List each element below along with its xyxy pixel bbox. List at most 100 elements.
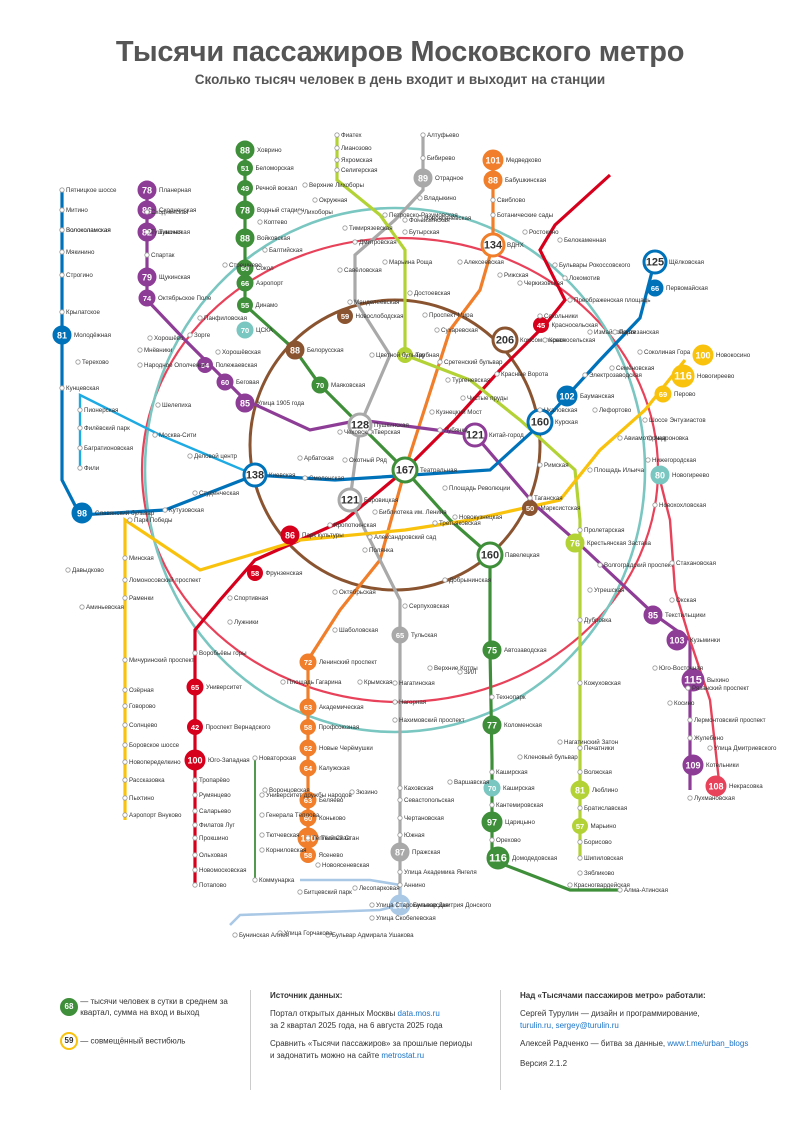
minor-station-40[interactable]: Алексеевская xyxy=(457,259,504,266)
minor-station-83[interactable]: Третьяковская xyxy=(432,520,481,527)
minor-station-95[interactable]: Нахимовский проспект xyxy=(392,717,465,724)
minor-station-106[interactable]: Бульвар Адмирала Ушакова xyxy=(325,932,414,939)
minor-station-71[interactable]: Чеховская xyxy=(337,429,374,436)
minor-station-157[interactable]: Кожуховская xyxy=(577,680,621,687)
minor-station-101[interactable]: Битцевский парк xyxy=(297,889,352,896)
minor-station-67[interactable]: Сретенский бульвар xyxy=(437,359,503,366)
minor-station-16[interactable]: Зорге xyxy=(187,332,211,339)
minor-station-30[interactable]: Владыкино xyxy=(417,195,457,202)
minor-station-90[interactable]: Крымская xyxy=(357,679,393,686)
minor-station-98[interactable]: Южная xyxy=(397,832,425,839)
minor-station-156[interactable]: Печатники xyxy=(577,745,615,752)
minor-station-55[interactable]: Семёновская xyxy=(609,365,655,372)
minor-station-162[interactable]: Стахановская xyxy=(669,560,716,567)
minor-station-131[interactable]: Шелепиха xyxy=(155,402,192,409)
minor-station-115[interactable]: Тропарёво xyxy=(192,777,230,784)
minor-station-58[interactable]: Андроновка xyxy=(647,435,689,442)
minor-station-186[interactable]: Новоясеневская xyxy=(417,215,471,222)
minor-station-68[interactable]: Сухаревская xyxy=(434,327,478,334)
minor-station-23[interactable]: Верхние Лихоборы xyxy=(302,182,365,189)
minor-station-103[interactable]: Новоясеневская xyxy=(315,862,369,869)
minor-station-57[interactable]: Шоссе Энтузиастов xyxy=(642,417,707,424)
minor-station-63[interactable]: Лефортово xyxy=(592,407,632,414)
minor-station-37[interactable]: Савёловская xyxy=(337,267,382,274)
minor-station-149[interactable]: Красногвардейская xyxy=(567,882,630,889)
minor-station-113[interactable]: Саларьево xyxy=(192,808,232,815)
minor-station-141[interactable]: Новаторская xyxy=(252,755,296,762)
minor-station-180[interactable]: Новомосковская xyxy=(192,867,247,874)
minor-station-142[interactable]: Воронцовская xyxy=(262,787,310,794)
source-link[interactable]: data.mos.ru xyxy=(397,1009,440,1018)
minor-station-179[interactable]: Потапово xyxy=(192,882,227,889)
minor-station-161[interactable]: Пролетарская xyxy=(577,527,625,534)
minor-station-172[interactable]: Таганская xyxy=(527,495,563,502)
minor-station-87[interactable]: Октябрьская xyxy=(332,589,376,596)
minor-station-123[interactable]: Раменки xyxy=(122,595,154,602)
minor-station-185[interactable]: Нагатинский Затон xyxy=(557,739,618,746)
minor-station-167[interactable]: Жулебино xyxy=(687,735,724,742)
minor-station-32[interactable]: Тимирязевская xyxy=(342,225,393,232)
minor-station-66[interactable]: Тургеневская xyxy=(445,377,490,384)
minor-station-80[interactable]: Александровский сад xyxy=(367,534,437,541)
minor-station-22[interactable]: Окружная xyxy=(312,197,348,204)
minor-station-108[interactable]: Бунинская Аллея xyxy=(232,932,289,939)
minor-station-20[interactable]: Коптево xyxy=(257,219,288,226)
minor-station-82[interactable]: Полянка xyxy=(362,547,394,554)
minor-station-33[interactable]: Дмитровская xyxy=(352,239,397,246)
minor-station-13[interactable]: Спартак xyxy=(144,252,175,259)
minor-station-171[interactable]: Новохохловская xyxy=(652,502,706,509)
minor-station-145[interactable]: Варшавская xyxy=(447,779,490,786)
minor-station-121[interactable]: Озёрная xyxy=(122,687,154,694)
minor-station-104[interactable]: Улица Старокачаловская xyxy=(369,902,449,909)
minor-station-78[interactable]: Смоленская xyxy=(302,475,344,482)
minor-station-124[interactable]: Ломоносовский проспект xyxy=(122,577,201,584)
minor-station-181[interactable]: Аэропорт Внуково xyxy=(122,812,182,819)
minor-station-75[interactable]: Охотный Ряд xyxy=(342,457,387,464)
minor-station-7[interactable]: Кунцевская xyxy=(59,385,99,392)
minor-station-107[interactable]: Улица Горчакова xyxy=(277,930,333,937)
minor-station-53[interactable]: Партизанская xyxy=(612,329,659,336)
minor-station-155[interactable]: Волжская xyxy=(577,769,612,776)
minor-station-91[interactable]: Верхние Котлы xyxy=(427,665,478,672)
minor-station-39[interactable]: Достоевская xyxy=(407,290,451,297)
minor-station-130[interactable]: Москва-Сити xyxy=(152,432,197,439)
minor-station-9[interactable]: Филёвский парк xyxy=(77,425,130,432)
minor-station-160[interactable]: Волгоградский проспект xyxy=(597,562,674,569)
minor-station-47[interactable]: Локомотив xyxy=(562,275,601,282)
minor-station-8[interactable]: Пионерская xyxy=(77,407,119,414)
minor-station-105[interactable]: Улица Скобелевская xyxy=(369,915,436,922)
minor-station-49[interactable]: Преображенская площадь xyxy=(567,297,651,304)
credit2-link[interactable]: www.t.me/urban_blogs xyxy=(667,1039,749,1048)
minor-station-111[interactable]: Прокшино xyxy=(192,835,229,842)
